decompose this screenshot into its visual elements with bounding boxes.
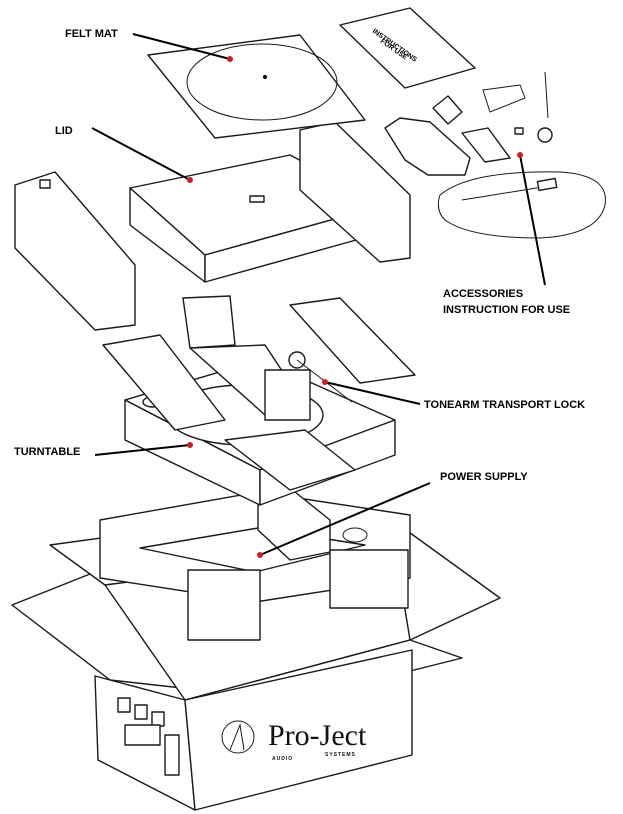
felt-mat-card	[147, 34, 366, 139]
leader-lines	[91, 33, 546, 558]
logo-text: Pro-Ject	[268, 719, 367, 752]
glove-icon	[384, 117, 471, 176]
box-sticker	[164, 734, 180, 776]
lid-foam-left	[14, 171, 136, 331]
label-power-supply: POWER SUPPLY	[440, 471, 528, 483]
dot-felt-mat	[227, 56, 233, 62]
leader-lid	[91, 127, 191, 181]
counterweight-icon	[537, 127, 553, 143]
headshell-tool-icon	[432, 95, 463, 125]
brand-logo: Pro-Ject AUDIO SYSTEMS	[221, 719, 367, 762]
box-sticker	[117, 697, 131, 713]
plug-icon	[536, 177, 558, 192]
belt-loop	[437, 171, 606, 239]
logo-circle	[221, 720, 255, 754]
booklet-cover	[339, 7, 476, 89]
foam-insert	[99, 487, 411, 641]
foam-strip-left	[102, 334, 226, 431]
leader-turntable	[94, 444, 191, 456]
leader-felt-mat	[132, 33, 231, 60]
turntable-assembly	[102, 295, 416, 506]
label-turntable: TURNTABLE	[14, 446, 80, 458]
accessories-group	[384, 71, 606, 239]
label-lid: LID	[55, 125, 73, 137]
box-sticker	[124, 724, 161, 746]
foam-notch	[39, 179, 51, 189]
felt-mat-assembly	[147, 34, 366, 139]
label-accessories-2: INSTRUCTION FOR USE	[443, 304, 570, 316]
label-felt-mat: FELT MAT	[65, 28, 118, 40]
dot-lid	[187, 177, 193, 183]
turntable-cradle	[224, 429, 356, 491]
lid-assembly	[14, 121, 411, 331]
foam-strip-mid	[182, 295, 236, 349]
box-sticker	[134, 704, 148, 720]
felt-mat	[186, 43, 338, 121]
dot-accessories	[517, 152, 523, 158]
screwdriver-icon	[544, 71, 549, 119]
foam-strip-right	[289, 297, 416, 384]
callout-labels: FELT MAT LID ACCESSORIES INSTRUCTION FOR…	[14, 28, 585, 483]
foam-psu-block	[329, 549, 409, 609]
small-parts-icon	[482, 84, 526, 113]
dot-tonearm-lock	[322, 379, 328, 385]
dot-power-supply	[257, 552, 263, 558]
adapter-icon	[514, 127, 524, 135]
instructions-booklet: INSTRUCTIONS FOR USE	[339, 7, 476, 89]
logo-sub-right: SYSTEMS	[325, 752, 356, 758]
cartridge-card	[461, 127, 511, 163]
box-front-face	[184, 649, 413, 811]
psu-recess	[342, 527, 368, 543]
box-sticker	[151, 711, 165, 727]
leader-accessories	[519, 154, 546, 286]
lid-hinge-slot	[249, 195, 265, 203]
logo-sub-left: AUDIO	[272, 756, 293, 762]
leader-power-supply	[259, 482, 431, 556]
logo-mark-icon	[229, 723, 245, 751]
felt-mat-hole	[263, 75, 267, 79]
foam-front-block	[187, 569, 261, 641]
tonearm-lock-block	[264, 369, 311, 421]
label-accessories-1: ACCESSORIES	[443, 288, 523, 300]
label-tonearm-lock: TONEARM TRANSPORT LOCK	[424, 399, 585, 411]
dot-turntable	[187, 442, 193, 448]
leader-tonearm-lock	[324, 381, 421, 405]
